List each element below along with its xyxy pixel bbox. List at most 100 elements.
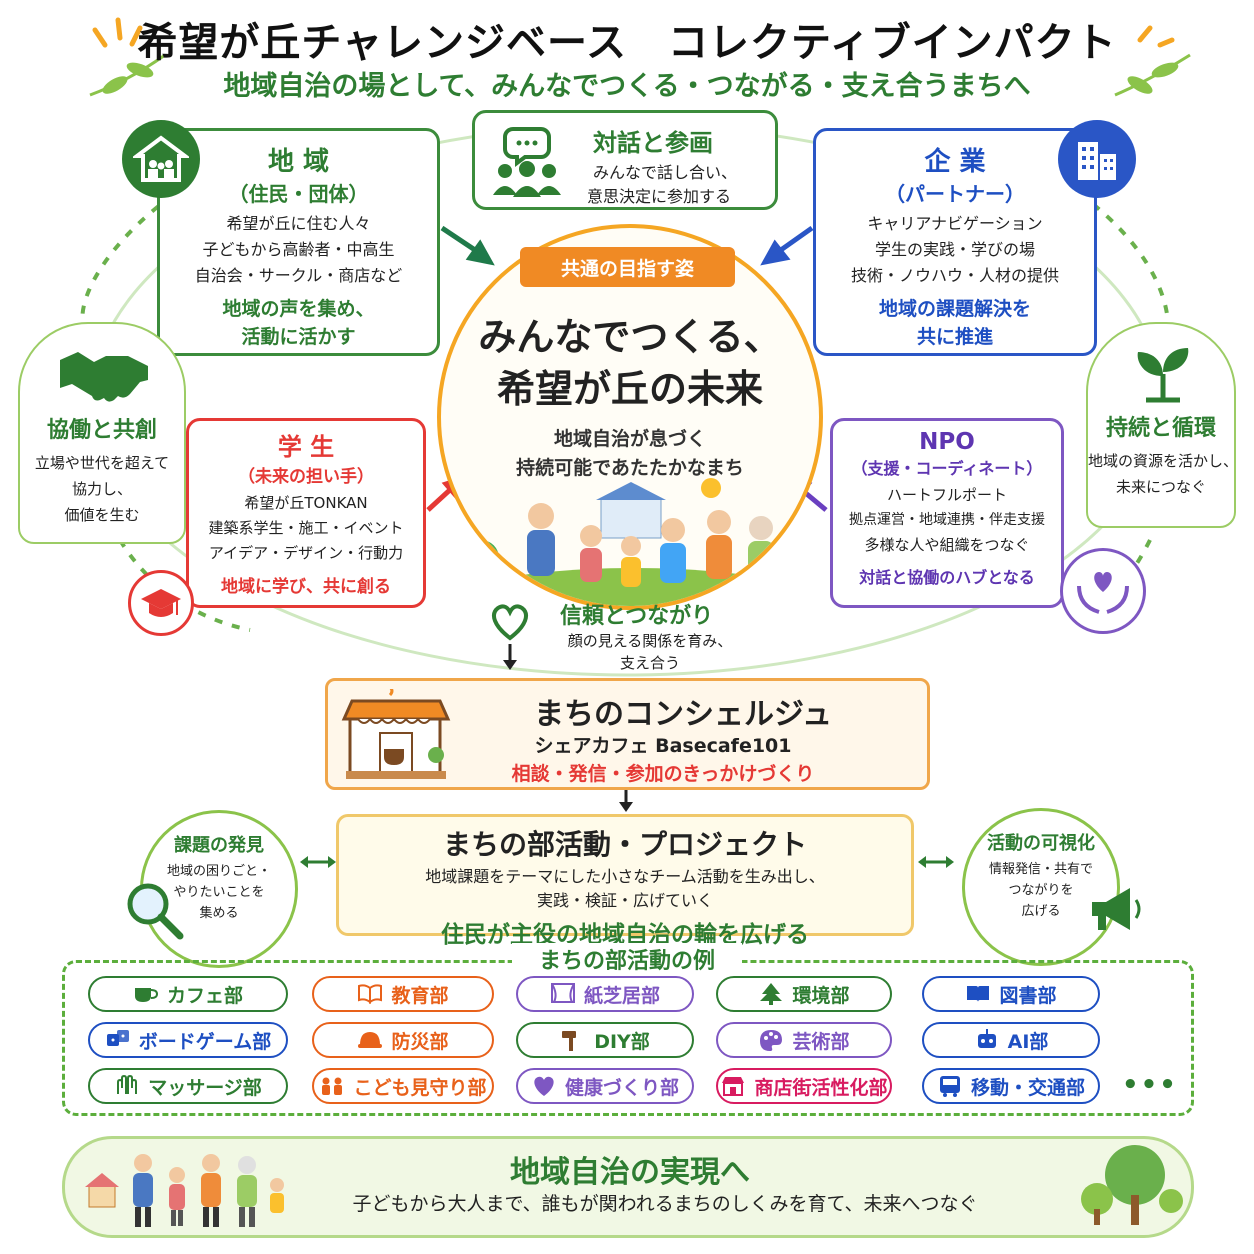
npo-line: ハートフルポート: [886, 486, 1007, 504]
bidirectional-arrow-left: [300, 856, 336, 868]
sustain-line: 未来につなぐ: [1115, 478, 1206, 496]
region-line: 自治会・サークル・商店など: [194, 266, 403, 285]
concierge-card: まちのコンシェルジュ シェアカフェ Basecafe101 相談・発信・参加のき…: [325, 678, 930, 790]
club-label: 健康づくり部: [564, 1076, 679, 1099]
project-line2: 実践・検証・広げていく: [536, 891, 713, 910]
theater-curtain-icon: [550, 983, 575, 1003]
dialogue-line2: 意思決定に参加する: [587, 187, 732, 206]
club-pill: カフェ部: [88, 976, 288, 1012]
cooperation-line: 立場や世代を超えて: [34, 454, 170, 472]
club-label: こども見守り部: [353, 1076, 487, 1099]
palette-icon: [760, 1030, 783, 1051]
student-emph: 地域に学び、共に創る: [221, 577, 391, 597]
office-building-icon: [1058, 120, 1136, 198]
graduation-cap-icon: [128, 570, 194, 636]
megaphone-icon: [1092, 888, 1141, 930]
magnifier-icon: [127, 883, 184, 940]
company-emph: 共に推進: [916, 326, 993, 348]
club-pill: ボードゲーム部: [88, 1022, 288, 1058]
handshake-icon: [60, 352, 148, 402]
trust-heading: 信頼とつながり: [560, 604, 714, 629]
club-label: 商店街活性化部: [754, 1076, 888, 1099]
cooperation-heading: 協働と共創: [46, 418, 157, 443]
region-line: 子どもから高齢者・中高生: [202, 240, 395, 259]
club-label: カフェ部: [166, 984, 243, 1007]
page-subtitle: 地域自治の場として、みんなでつくる・つながる・支え合うまちへ: [223, 71, 1031, 102]
concierge-heading: まちのコンシェルジュ: [534, 697, 832, 732]
club-label: ボードゲーム部: [138, 1030, 272, 1053]
vision-main-line2: 希望が丘の未来: [496, 367, 763, 411]
club-label: 図書部: [999, 984, 1057, 1007]
trust-line1: 顔の見える関係を育み、: [567, 632, 733, 650]
club-label: 防災部: [391, 1030, 449, 1053]
visualize-line: 広げる: [1021, 904, 1061, 919]
project-heading: まちの部活動・プロジェクト: [442, 828, 807, 861]
concierge-emph: 相談・発信・参加のきっかけづくり: [511, 763, 815, 785]
company-line: 学生の実践・学びの場: [874, 240, 1035, 259]
region-heading: 地 域: [267, 147, 330, 177]
visualize-line: つながりを: [1008, 883, 1074, 898]
npo-emph: 対話と協働のハブとなる: [859, 568, 1035, 587]
club-pill: 紙芝居部: [516, 976, 694, 1012]
vision-sub-line1: 地域自治が息づく: [553, 428, 706, 450]
coffee-cup-icon: [134, 988, 158, 1002]
student-card: 学 生 （未来の担い手） 希望が丘TONKAN 建築系学生・施工・イベント アイ…: [186, 418, 426, 608]
dice-icon: [106, 1030, 129, 1046]
walking-family-illustration: [85, 1154, 284, 1227]
company-sub: （パートナー）: [885, 182, 1025, 206]
sustain-card: 持続と循環 地域の資源を活かし、 未来につなぐ: [1086, 322, 1239, 528]
club-pill: 環境部: [716, 976, 892, 1012]
cafe-shop-icon: [341, 689, 451, 779]
visualize-circle: 活動の可視化 情報発信・共有で つながりを 広げる: [962, 808, 1120, 966]
sustain-line: 地域の資源を活かし、: [1088, 452, 1239, 470]
sprout-icon: [1137, 348, 1189, 403]
club-label: マッサージ部: [148, 1076, 262, 1099]
club-label: AI部: [1007, 1030, 1049, 1053]
club-pill: 防災部: [312, 1022, 494, 1058]
people-talk-icon: [493, 127, 561, 197]
open-book-icon: [967, 986, 990, 1002]
club-pill: こども見守り部: [312, 1068, 494, 1104]
npo-sub: （支援・コーディネート）: [851, 459, 1043, 478]
club-pill: マッサージ部: [88, 1068, 288, 1104]
discover-line: 地域の困りごと・: [166, 864, 271, 879]
cooperation-line: 価値を生む: [64, 506, 140, 524]
trust-line2: 支え合う: [619, 654, 680, 672]
sustain-heading: 持続と循環: [1105, 416, 1216, 441]
student-heading: 学 生: [277, 433, 335, 461]
community-house-icon: [122, 120, 200, 198]
club-label: 教育部: [391, 984, 449, 1007]
region-emph: 活動に活かす: [241, 326, 356, 348]
trees-illustration: [1081, 1145, 1183, 1225]
npo-line: 拠点運営・地域連携・伴走支援: [849, 512, 1045, 528]
npo-heading: NPO: [919, 429, 975, 455]
project-card: まちの部活動・プロジェクト 地域課題をテーマにした小さなチーム活動を生み出し、 …: [336, 814, 914, 948]
footer-line: 子どもから大人まで、誰もが関われるまちのしくみを育て、未来へつなぐ: [352, 1193, 978, 1215]
down-arrow: [619, 790, 633, 812]
club-pill: 教育部: [312, 976, 494, 1012]
company-card: 企 業 （パートナー） キャリアナビゲーション 学生の実践・学びの場 技術・ノウ…: [813, 128, 1097, 356]
student-sub: （未来の担い手）: [238, 467, 374, 487]
family-illustration: [441, 478, 819, 606]
club-label: 芸術部: [792, 1030, 850, 1053]
company-emph: 地域の課題解決を: [878, 298, 1031, 320]
npo-line: 多様な人や組織をつなぐ: [864, 536, 1030, 554]
vision-sub-line2: 持続可能であたたかなまち: [516, 457, 744, 479]
discover-line: やりたいことを: [173, 885, 265, 900]
visualize-line: 情報発信・共有で: [988, 862, 1093, 877]
student-line: 建築系学生・施工・イベント: [208, 519, 404, 537]
club-label: DIY部: [594, 1030, 650, 1053]
student-line: アイデア・デザイン・行動力: [208, 544, 404, 562]
npo-card: NPO （支援・コーディネート） ハートフルポート 拠点運営・地域連携・伴走支援…: [830, 418, 1064, 608]
region-line: 希望が丘に住む人々: [226, 214, 371, 233]
company-heading: 企 業: [924, 147, 986, 177]
discover-line: 集める: [199, 906, 239, 921]
region-sub: （住民・団体）: [228, 182, 369, 206]
club-pill: 商店街活性化部: [716, 1068, 892, 1104]
student-line: 希望が丘TONKAN: [244, 494, 368, 512]
footer-heading: 地域自治の実現へ: [510, 1155, 750, 1190]
club-label: 紙芝居部: [583, 984, 660, 1007]
club-label: 環境部: [792, 984, 850, 1007]
discover-circle: 課題の発見 地域の困りごと・ やりたいことを 集める: [140, 810, 298, 968]
robot-icon: [977, 1029, 996, 1048]
